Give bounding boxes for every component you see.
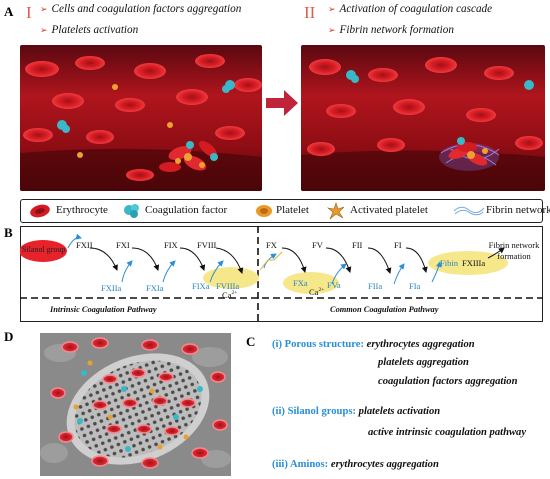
erythrocytes-group	[23, 54, 262, 181]
fibin-label: Fibin	[440, 258, 458, 268]
legend-platelet-label: Platelet	[276, 204, 309, 216]
common-pathway-label: Common Coagulation Pathway	[330, 305, 439, 314]
sem-texture	[40, 344, 231, 468]
legend-coagulation-factor-label: Coagulation factor	[145, 204, 228, 216]
legend-box	[20, 199, 543, 223]
porous-structure-line: (i) Porous structure: erythrocytes aggre…	[272, 339, 475, 350]
porous-structure-heading: (i) Porous structure:	[272, 339, 364, 350]
panel-a-label: A	[4, 4, 14, 19]
legend-erythrocyte-label: Erythrocyte	[56, 204, 108, 216]
ca-common-label: Ca2+	[309, 287, 325, 297]
porous-item-3: coagulation factors aggregation	[378, 376, 518, 387]
coagulation-factor-particles	[57, 80, 235, 161]
fixa-label: FIXa	[192, 281, 210, 291]
sem-erythrocytes	[50, 337, 228, 469]
coagulation-factor-legend-icon	[124, 204, 139, 218]
ca-ellipses	[203, 251, 508, 294]
platelet-particles	[77, 84, 173, 158]
fv-label: FV	[312, 240, 323, 250]
stage-two-bullet-1: ➢Activation of coagulation cascade	[328, 3, 493, 15]
stage-two-numeral: II	[304, 3, 316, 22]
cascade-black-arrows	[89, 247, 428, 274]
sem-factor-particles	[77, 370, 203, 452]
erythrocyte-legend-icon	[30, 204, 50, 218]
fibrin-arrow	[487, 247, 505, 259]
fxia-label: FXIa	[146, 283, 164, 293]
porous-item-1: erythrocytes aggregation	[366, 339, 475, 350]
stage-one-bullet-1: ➢Cells and coagulation factors aggregati…	[40, 3, 242, 15]
coagulation-factor-particles	[346, 70, 534, 145]
silanol-groups-line: (ii) Silanol groups: platelets activatio…	[272, 406, 440, 417]
vessel-illustration-stage-one	[20, 45, 262, 191]
fxii-label: FXII	[76, 240, 93, 250]
silanol-group-label: Silanol group	[22, 245, 66, 254]
cascade-diagram	[20, 226, 543, 322]
aminos-item-1: erythrocytes aggregation	[330, 459, 439, 470]
silanol-item-1: platelets activation	[358, 406, 441, 417]
panel-d-label: D	[4, 329, 14, 344]
fxiiia-label: FXIIIa	[462, 258, 486, 268]
panel-b-label: B	[4, 225, 13, 240]
fiia-label: FIIa	[368, 281, 383, 291]
vessel-illustration-stage-two	[301, 45, 545, 191]
ca-intrinsic-label: Ca2+	[222, 290, 238, 300]
fviiia-label: FVIIIa	[216, 281, 240, 291]
erythrocytes-group	[307, 57, 543, 156]
silanol-groups-heading: (ii) Silanol groups:	[272, 406, 356, 417]
aminos-line: (iii) Aminos: erythrocytes aggregation	[272, 459, 439, 470]
platelet-legend-icon	[256, 205, 272, 217]
fx-label: FX	[266, 240, 277, 250]
sem-platelets	[73, 360, 189, 450]
fibrin-network-legend-icon	[453, 206, 485, 216]
silanol-ellipse	[20, 240, 67, 262]
legend-activated-platelet-label: Activated platelet	[350, 204, 428, 216]
fibrin-network-result-label: Fibrin network formation	[488, 240, 540, 261]
fii-label: FII	[352, 240, 363, 250]
fxa-label: FXa	[293, 278, 308, 288]
porous-item-2: platelets aggregation	[378, 357, 469, 368]
activated-platelet-legend-icon	[326, 202, 345, 220]
clot-cluster	[159, 140, 218, 172]
fviiia-link	[259, 251, 283, 271]
fibrin-clot	[439, 142, 500, 171]
silanol-item-2: active intrinsic coagulation pathway	[368, 427, 527, 438]
fxi-label: FXI	[116, 240, 130, 250]
stage-two-bullet-2: ➢Fibrin network formation	[328, 24, 454, 36]
panel-c-label: C	[246, 334, 256, 349]
intrinsic-pathway-label: Intrinsic Coagulation Pathway	[50, 305, 157, 314]
stage-one-bullet-2: ➢Platelets activation	[40, 24, 139, 36]
fxiia-label: FXIIa	[101, 283, 122, 293]
sem-micrograph	[40, 333, 231, 476]
fix-label: FIX	[164, 240, 178, 250]
legend-fibrin-network-label: Fibrin network	[486, 204, 550, 216]
stage-transition-arrow	[266, 90, 298, 116]
fviii-label: FVIII	[197, 240, 217, 250]
coagulation-cascade-box	[20, 226, 543, 322]
fi-label: FI	[394, 240, 402, 250]
aminos-heading: (iii) Aminos:	[272, 459, 329, 470]
stage-one-numeral: I	[26, 3, 32, 22]
fia-label: FIa	[409, 281, 421, 291]
fva-label: FVa	[327, 280, 341, 290]
